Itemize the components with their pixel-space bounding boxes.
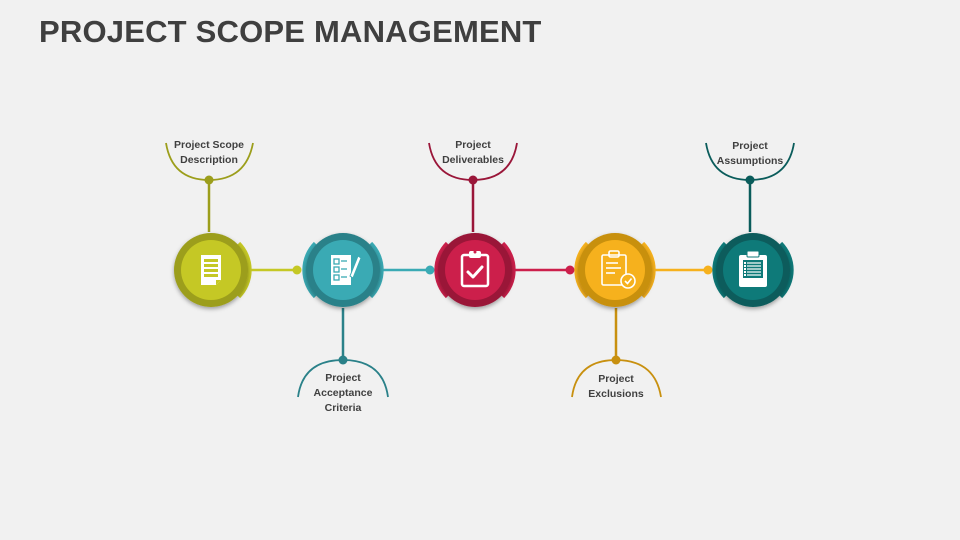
page-title: PROJECT SCOPE MANAGEMENT: [39, 14, 542, 49]
label-line: Project: [325, 372, 361, 384]
connector-3-4: [514, 265, 575, 275]
node-assumptions[interactable]: [705, 142, 795, 307]
label-line: Project: [455, 139, 491, 151]
label-assumptions: Project Assumptions: [690, 139, 810, 169]
label-line: Exclusions: [588, 388, 644, 400]
connector-4-5: [654, 265, 713, 275]
clipboard-list-icon: [739, 250, 767, 287]
label-line: Deliverables: [442, 154, 504, 166]
label-deliverables: Project Deliverables: [413, 138, 533, 168]
label-line: Description: [180, 154, 238, 166]
label-line: Project: [598, 373, 634, 385]
connector-2-3: [382, 265, 435, 275]
label-scope-description: Project Scope Description: [149, 138, 269, 168]
label-line: Project Scope: [173, 139, 245, 151]
node-exclusions[interactable]: [571, 233, 662, 398]
node-deliverables[interactable]: [428, 142, 518, 307]
label-exclusions: Project Exclusions: [556, 372, 676, 402]
checklist-pen-icon: [331, 255, 362, 285]
label-line: Acceptance: [313, 387, 373, 399]
clipboard-check-icon: [460, 250, 490, 288]
label-line: Assumptions: [716, 155, 784, 167]
label-line: Project: [732, 140, 768, 152]
connector-1-2: [250, 265, 302, 275]
clipboard-approved-icon: [601, 250, 636, 289]
node-acceptance-criteria[interactable]: [297, 233, 389, 398]
label-acceptance-criteria: Project Acceptance Criteria: [283, 371, 403, 416]
node-scope-description[interactable]: [165, 142, 254, 307]
label-line: Criteria: [324, 402, 362, 414]
document-icon: [201, 255, 221, 285]
